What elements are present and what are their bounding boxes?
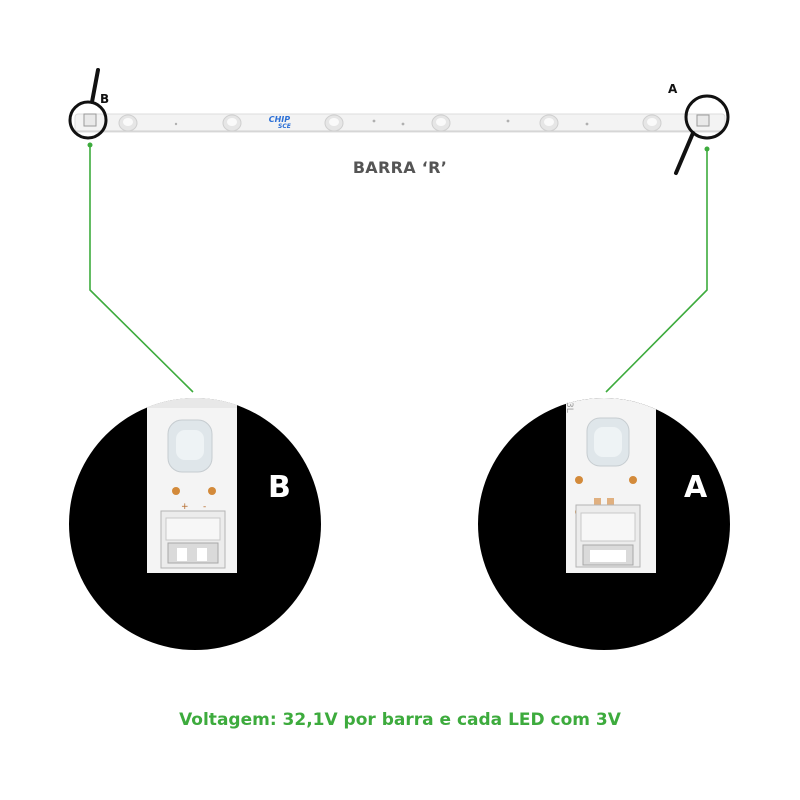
- detail-circle-a: [478, 398, 730, 650]
- strip-led: [324, 114, 344, 132]
- strip-led: [642, 114, 662, 132]
- detail-circle-b: + -: [69, 398, 321, 650]
- strip-led: [222, 114, 242, 132]
- strip-title: BARRA ‘R’: [352, 158, 448, 177]
- strip-brand-logo: CHIP SCE: [268, 115, 291, 131]
- detail-a-label: A: [684, 470, 708, 505]
- end-a-label: A: [668, 82, 678, 96]
- strip-leds: [118, 114, 662, 132]
- end-b-label: B: [100, 92, 110, 106]
- svg-text:-: -: [203, 502, 206, 512]
- svg-text:+: +: [181, 502, 189, 512]
- connector-line-a: [605, 146, 710, 393]
- strip-brand-line1: CHIP: [268, 115, 291, 124]
- strip-led: [118, 114, 138, 132]
- voltage-caption: Voltagem: 32,1V por barra e cada LED com…: [179, 710, 621, 730]
- detail-a-print: 3L: [564, 402, 574, 413]
- connector-a-small: [696, 114, 710, 127]
- magnifier-icon: [674, 94, 730, 175]
- magnifier-icon: [68, 68, 108, 140]
- strip-led: [539, 114, 559, 132]
- strip-brand-line2: SCE: [278, 123, 291, 130]
- strip-pads: [174, 119, 589, 126]
- strip-led: [431, 114, 451, 132]
- connector-b-small: [83, 113, 97, 127]
- detail-b-label: B: [268, 470, 291, 505]
- connector-line-b: [87, 142, 194, 393]
- led-strip: [74, 113, 726, 133]
